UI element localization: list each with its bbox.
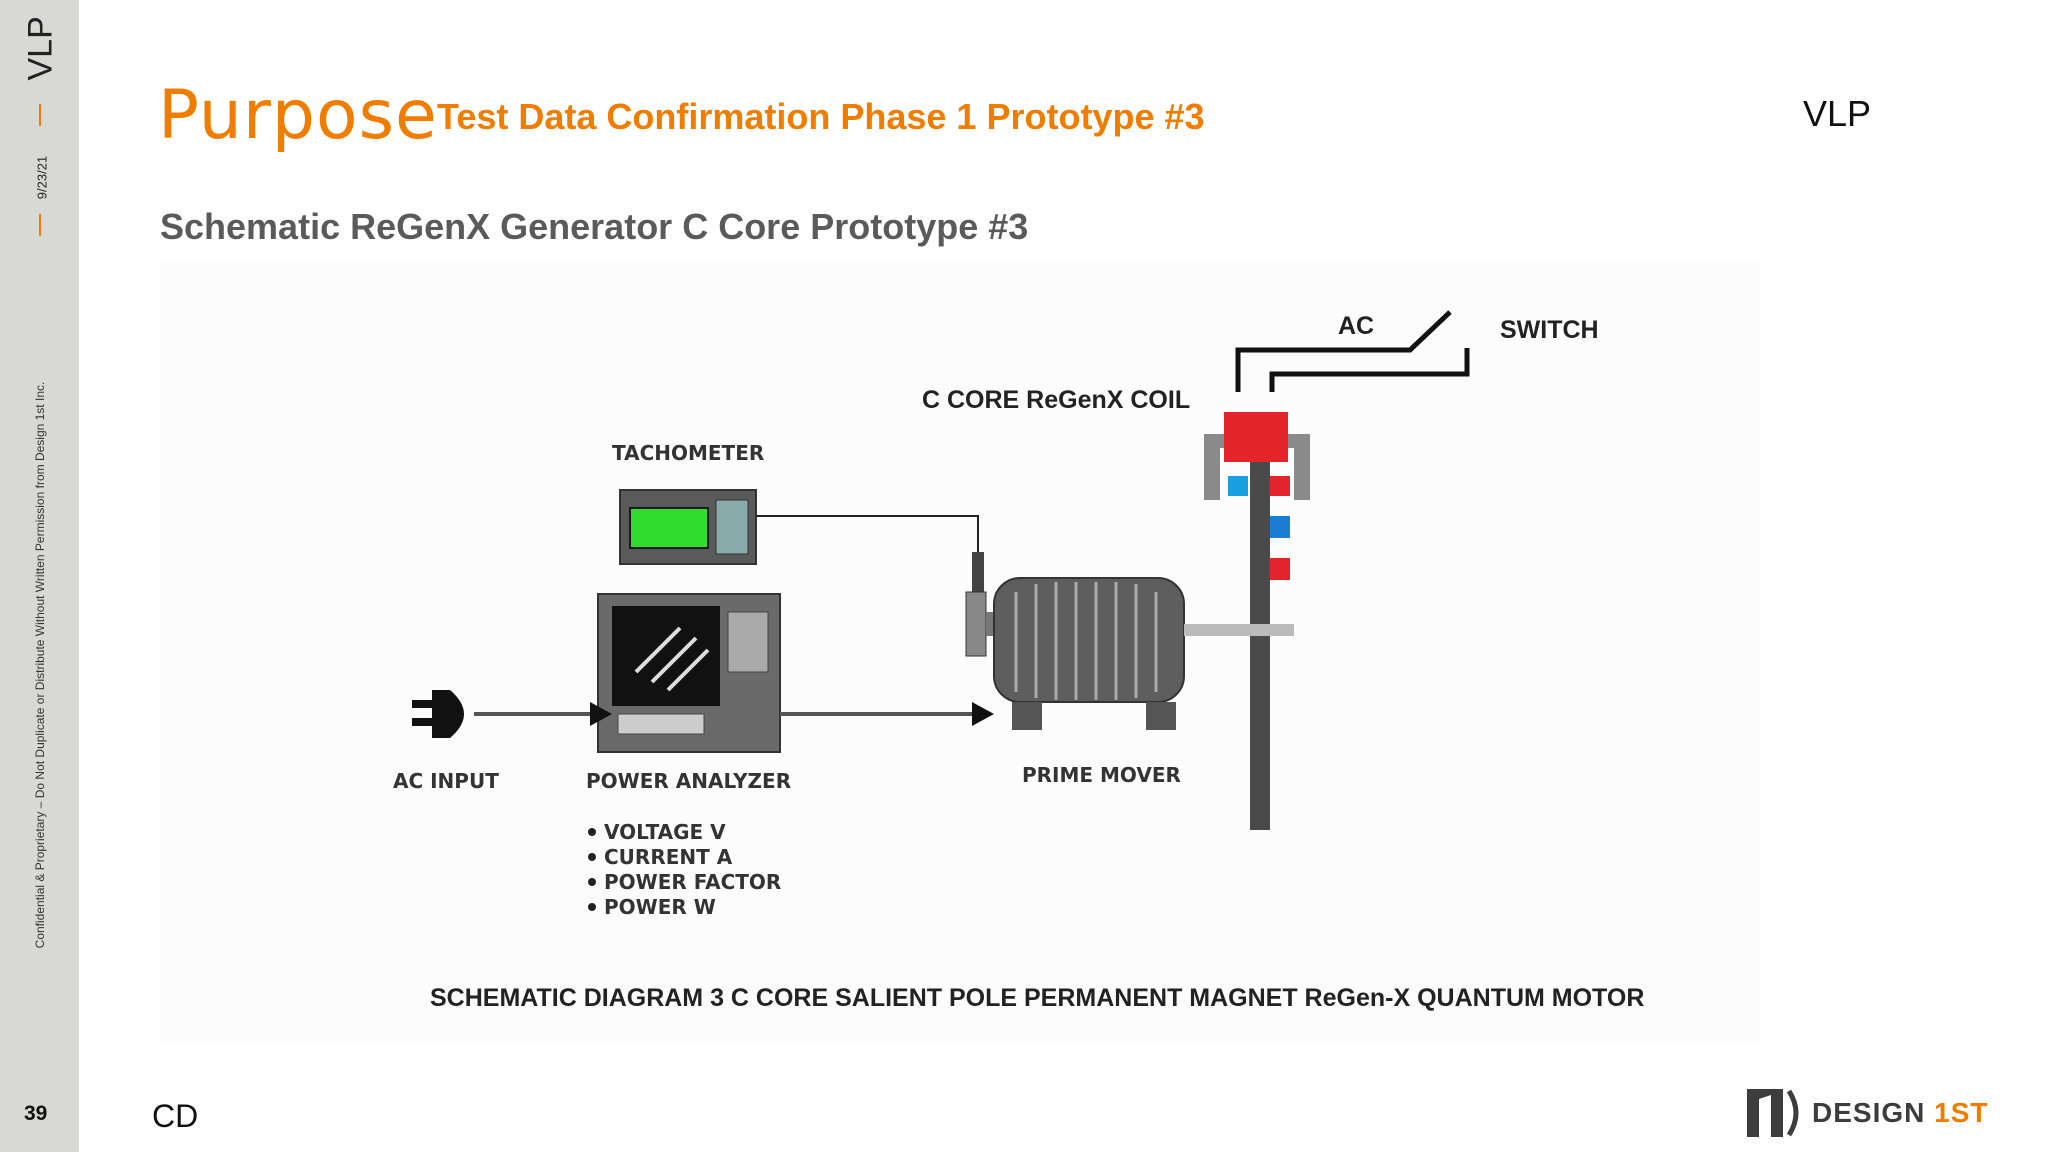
design-1st-logo: DESIGN 1ST xyxy=(1745,1085,2030,1140)
confidential-notice: Confidential & Proprietary – Do Not Dupl… xyxy=(33,381,47,949)
logo-mark-icon xyxy=(1747,1089,1799,1137)
page-number: 39 xyxy=(24,1102,48,1125)
measurement-list: VOLTAGE V CURRENT A POWER FACTOR POWER W xyxy=(588,820,781,919)
c-core-coil xyxy=(1204,412,1310,500)
switch-wiring xyxy=(1235,310,1470,392)
footer-cd: CD xyxy=(152,1098,199,1134)
measurement-power: POWER W xyxy=(604,895,716,919)
sidebar-divider xyxy=(39,214,41,236)
sidebar: VLP 9/23/21 Confidential & Proprietary –… xyxy=(0,0,79,1152)
sidebar-divider xyxy=(39,104,41,126)
measurement-power-factor: POWER FACTOR xyxy=(604,870,781,894)
ac-input-plug xyxy=(412,690,612,738)
sidebar-vlp: VLP xyxy=(21,16,60,81)
logo-accent-text: 1ST xyxy=(1934,1097,1989,1128)
tachometer-label: TACHOMETER xyxy=(612,441,764,465)
measurement-voltage: VOLTAGE V xyxy=(604,820,726,844)
measurement-current: CURRENT A xyxy=(604,845,733,869)
tachometer xyxy=(619,489,757,565)
magnet-rotor xyxy=(1228,462,1290,830)
page-title: Purpose xyxy=(158,76,438,155)
power-analyzer xyxy=(597,593,781,753)
diagram-caption: SCHEMATIC DIAGRAM 3 C CORE SALIENT POLE … xyxy=(430,984,1644,1012)
sidebar-date: 9/23/21 xyxy=(34,155,50,200)
prime-mover xyxy=(965,577,1294,730)
prime-mover-label: PRIME MOVER xyxy=(1022,763,1181,787)
ac-input-label: AC INPUT xyxy=(393,769,499,793)
coil-label: C CORE ReGenX COIL xyxy=(922,386,1190,414)
ac-label: AC xyxy=(1338,312,1374,340)
switch-label: SWITCH xyxy=(1500,316,1599,344)
page-subtitle: Test Data Confirmation Phase 1 Prototype… xyxy=(437,96,1205,137)
header-vlp: VLP xyxy=(1803,93,1872,134)
schematic-diagram: AC SWITCH C CORE ReGenX COIL TACHOMETER xyxy=(160,262,1760,1042)
power-analyzer-label: POWER ANALYZER xyxy=(586,769,791,793)
section-heading: Schematic ReGenX Generator C Core Protot… xyxy=(160,206,1029,247)
logo-text: DESIGN xyxy=(1812,1097,1935,1128)
